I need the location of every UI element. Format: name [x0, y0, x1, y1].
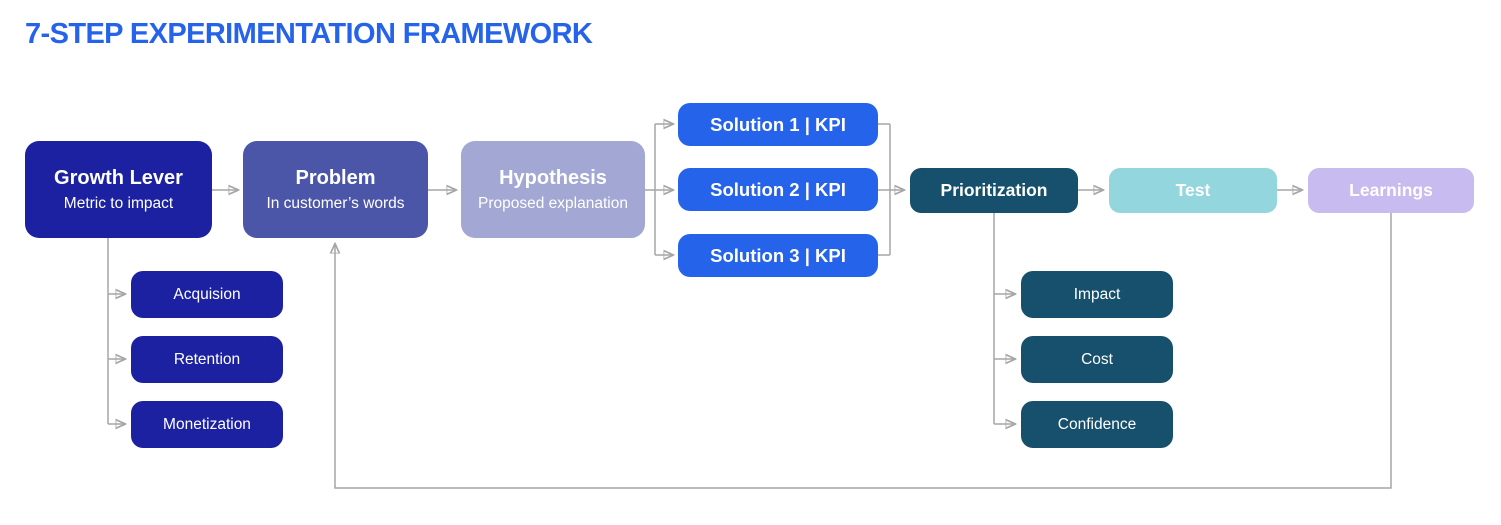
node-solution-3: Solution 3 | KPI: [678, 234, 878, 277]
node-prioritization: Prioritization: [910, 168, 1078, 213]
node-cost: Cost: [1021, 336, 1173, 383]
cost-label: Cost: [1081, 350, 1113, 368]
retention-label: Retention: [173, 350, 241, 368]
growth-lever-subtitle: Metric to impact: [63, 194, 174, 212]
node-test: Test: [1109, 168, 1277, 213]
prioritization-label: Prioritization: [940, 180, 1048, 200]
impact-label: Impact: [1073, 285, 1121, 303]
feedback-loop-learnings-to-problem: [335, 213, 1392, 489]
hypothesis-title: Hypothesis: [499, 166, 607, 189]
solution-1-label: Solution 1 | KPI: [710, 113, 846, 135]
growth-lever-title: Growth Lever: [54, 166, 183, 189]
node-monetization: Monetization: [131, 401, 283, 448]
test-label: Test: [1175, 180, 1211, 200]
node-confidence: Confidence: [1021, 401, 1173, 448]
node-solution-1: Solution 1 | KPI: [678, 103, 878, 146]
hypothesis-subtitle: Proposed explanation: [478, 194, 628, 212]
monetization-label: Monetization: [163, 415, 251, 433]
node-hypothesis: Hypothesis Proposed explanation: [461, 141, 645, 238]
node-retention: Retention: [131, 336, 283, 383]
confidence-label: Confidence: [1057, 415, 1137, 433]
node-problem: Problem In customer’s words: [243, 141, 428, 238]
acquision-label: Acquision: [173, 285, 241, 303]
node-learnings: Learnings: [1308, 168, 1474, 213]
problem-title: Problem: [295, 166, 376, 189]
node-growth-lever: Growth Lever Metric to impact: [25, 141, 212, 238]
solution-2-label: Solution 2 | KPI: [710, 178, 846, 200]
learnings-label: Learnings: [1349, 180, 1433, 200]
node-impact: Impact: [1021, 271, 1173, 318]
node-solution-2: Solution 2 | KPI: [678, 168, 878, 211]
problem-subtitle: In customer’s words: [266, 194, 405, 212]
solution-3-label: Solution 3 | KPI: [710, 244, 846, 266]
page-title: 7-STEP EXPERIMENTATION FRAMEWORK: [25, 18, 593, 50]
node-acquision: Acquision: [131, 271, 283, 318]
